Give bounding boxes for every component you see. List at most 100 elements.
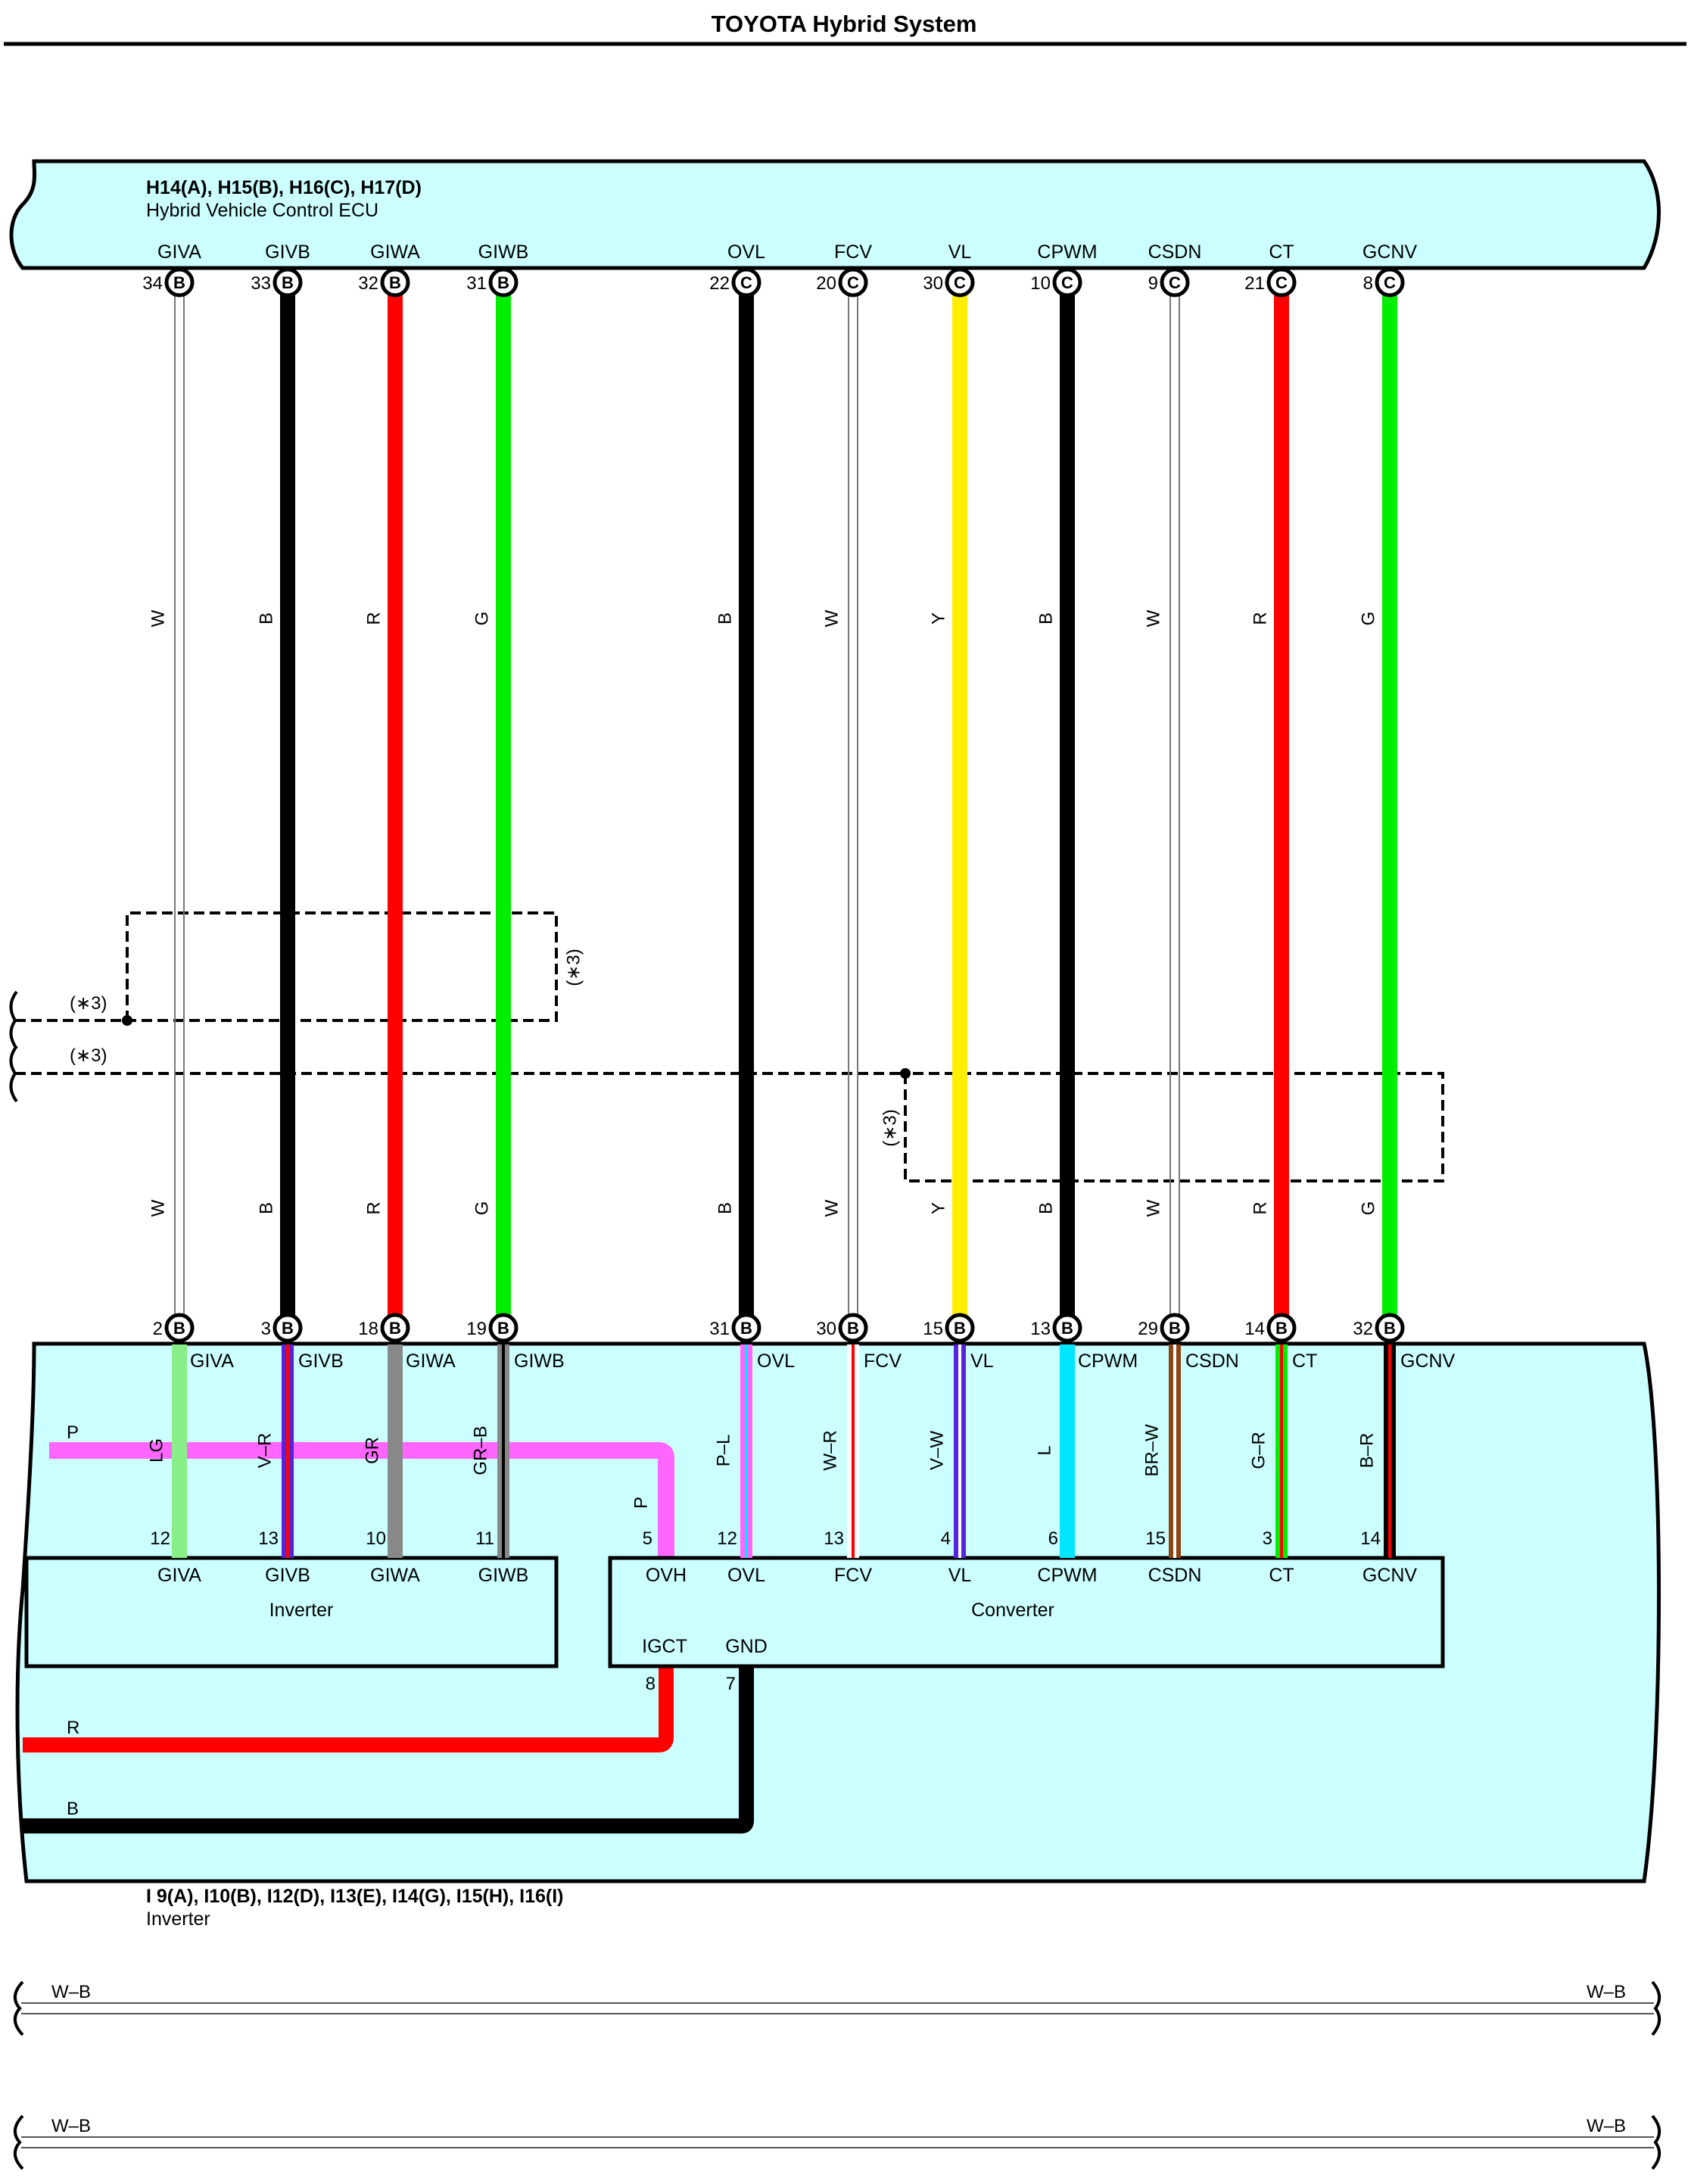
internal-wire-p-color-code: P (631, 1497, 652, 1509)
shield-2-break (9, 1045, 18, 1103)
harness-color-lower-csdn: W (1144, 1199, 1164, 1217)
internal-color-csdn: BR–W (1142, 1424, 1163, 1477)
inv-pin-vl: 15 (923, 1319, 943, 1339)
ground-line-2-right-label: W–B (1587, 2116, 1626, 2136)
inv-signal-giwa: GIWA (406, 1351, 456, 1372)
ecu-connector-letter-fcv: C (847, 273, 859, 292)
ecu-connector-letter-giwa: B (389, 273, 401, 292)
internal-color-fcv: W–R (821, 1430, 841, 1470)
harness-color-lower-ovl: B (715, 1202, 736, 1214)
internal-wire-r-label: R (67, 1718, 79, 1738)
inv-pin-giwa: 18 (358, 1319, 378, 1339)
harness-color-upper-giva: W (148, 609, 169, 627)
ecu-connector-ovl (731, 267, 761, 298)
internal-wire-b (23, 1665, 754, 1834)
inverter-assembly-connectors: I 9(A), I10(B), I12(D), I13(E), I14(G), … (146, 1886, 564, 1907)
ground-line-2-break-left (14, 2114, 24, 2170)
converter-ovh-terminal: OVH (646, 1565, 687, 1586)
ecu-pin-gcnv: 8 (1363, 273, 1373, 294)
inv-signal-givb: GIVB (298, 1351, 344, 1372)
harness-color-lower-ct: R (1250, 1201, 1271, 1214)
harness-color-upper-vl: Y (929, 612, 949, 625)
inv-connector-giwa (380, 1313, 410, 1343)
inverter-assembly-name: Inverter (146, 1908, 210, 1930)
ecu-pin-fcv: 20 (816, 273, 836, 294)
internal-pin-cpwm: 6 (1048, 1528, 1058, 1549)
block-terminal-csdn: CSDN (1148, 1565, 1202, 1586)
inv-connector-giwb (488, 1313, 519, 1343)
harness-color-lower-giwa: R (364, 1201, 385, 1214)
shield-1-label: (∗3) (70, 993, 107, 1014)
inv-pin-givb: 3 (261, 1319, 271, 1339)
converter-igct-terminal: IGCT (642, 1636, 687, 1657)
internal-color-cpwm: L (1035, 1445, 1055, 1455)
ecu-connector-letter-gcnv: C (1384, 273, 1396, 292)
inv-connector-giva (164, 1313, 195, 1343)
inverter-block (24, 1556, 559, 1668)
block-terminal-giwb: GIWB (478, 1565, 529, 1586)
inv-connector-letter-csdn: B (1169, 1319, 1181, 1338)
block-terminal-ct: CT (1269, 1565, 1294, 1586)
ecu-signal-vl: VL (948, 241, 972, 263)
inv-signal-fcv: FCV (864, 1351, 902, 1372)
inv-connector-fcv (838, 1313, 868, 1343)
inv-connector-letter-giva: B (173, 1319, 185, 1338)
internal-color-gcnv: B–R (1357, 1433, 1378, 1469)
igct-pin-number: 8 (646, 1674, 656, 1694)
ecu-connector-cpwm (1052, 267, 1082, 298)
ecu-signal-giva: GIVA (157, 241, 201, 263)
internal-color-givb: V–R (255, 1433, 276, 1469)
block-terminal-giva: GIVA (157, 1565, 201, 1586)
ecu-pin-giwa: 32 (358, 273, 378, 294)
ecu-pin-cpwm: 10 (1030, 273, 1051, 294)
ecu-connector-letter-giwb: B (497, 273, 509, 292)
ecu-pin-givb: 33 (251, 273, 271, 294)
internal-wire-b-label: B (67, 1799, 79, 1819)
inv-signal-gcnv: GCNV (1400, 1351, 1456, 1372)
inv-connector-letter-ovl: B (740, 1319, 752, 1338)
harness-color-upper-ct: R (1250, 612, 1271, 625)
ecu-pin-ct: 21 (1244, 273, 1265, 294)
harness-color-upper-gcnv: G (1359, 612, 1379, 626)
ecu-connector-giwa (380, 267, 410, 298)
inverter-block-name: Inverter (269, 1600, 334, 1621)
harness-color-upper-ovl: B (715, 612, 736, 625)
inv-pin-giwb: 19 (466, 1319, 487, 1339)
ecu-signal-givb: GIVB (265, 241, 310, 263)
ecu-signal-gcnv: GCNV (1363, 241, 1418, 263)
harness-color-upper-fcv: W (822, 609, 842, 627)
internal-pin-giwb: 11 (475, 1528, 494, 1549)
internal-pin-vl: 4 (941, 1528, 951, 1549)
ecu-signal-cpwm: CPWM (1037, 241, 1097, 263)
ecu-connector-letter-cpwm: C (1061, 273, 1073, 292)
inv-connector-letter-gcnv: B (1384, 1319, 1396, 1338)
internal-wire-p-label: P (67, 1422, 79, 1443)
ecu-box (9, 159, 1661, 270)
harness-color-lower-giva: W (148, 1199, 169, 1217)
ecu-connector-csdn (1160, 267, 1190, 298)
internal-color-ovl: P–L (714, 1435, 734, 1467)
converter-gnd-terminal: GND (725, 1636, 768, 1657)
ecu-connector-letter-ovl: C (740, 273, 752, 292)
internal-wire-r (23, 1665, 674, 1752)
inv-connector-letter-fcv: B (847, 1319, 859, 1338)
ecu-connector-givb (273, 267, 303, 298)
ecu-connector-giva (164, 267, 195, 298)
inv-connector-letter-ct: B (1275, 1319, 1288, 1338)
ecu-connector-giwb (488, 267, 519, 298)
block-terminal-fcv: FCV (834, 1565, 872, 1586)
internal-pin-gcnv: 14 (1360, 1528, 1381, 1549)
harness-color-lower-givb: B (257, 1202, 277, 1214)
ecu-signal-giwb: GIWB (478, 241, 529, 263)
harness-color-lower-fcv: W (822, 1199, 842, 1217)
inv-connector-letter-givb: B (282, 1319, 294, 1338)
ground-line-2-left-label: W–B (51, 2116, 91, 2136)
inv-signal-vl: VL (970, 1351, 994, 1372)
internal-pin-csdn: 15 (1145, 1528, 1166, 1549)
ecu-pin-ovl: 22 (709, 273, 730, 294)
ecu-connector-letter-giva: B (173, 273, 185, 292)
inv-signal-csdn: CSDN (1185, 1351, 1239, 1372)
ecu-signal-giwa: GIWA (370, 241, 420, 263)
harness-color-lower-vl: Y (929, 1202, 949, 1214)
inv-pin-gcnv: 32 (1353, 1319, 1373, 1339)
